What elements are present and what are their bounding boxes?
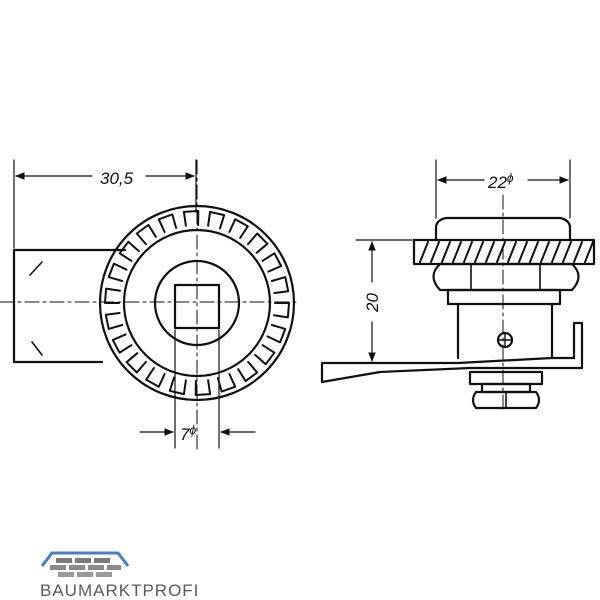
height-dimension-label: 20: [363, 293, 382, 313]
knurl-hatch-line: [452, 241, 462, 263]
hex-nut: [432, 262, 580, 292]
square-dimension: [139, 329, 256, 449]
knurl-tooth: [247, 232, 269, 254]
knurl-tooth: [266, 324, 287, 344]
knurl-hatch-line: [474, 241, 484, 263]
hub-circle: [153, 259, 241, 347]
knurl-tooth: [104, 287, 121, 304]
knurled-ring: [98, 204, 296, 402]
cam-lever-body: [12, 248, 127, 364]
knurl-tooth: [182, 210, 200, 227]
square-dimension-label: 7ϕ: [180, 423, 196, 444]
brand-name: BAUMARKTPROFI: [40, 581, 199, 600]
knurl-tooth: [273, 302, 290, 319]
knurl-hatch-line: [419, 241, 429, 263]
button-cap: [434, 216, 572, 242]
side-view: [320, 159, 596, 411]
knurl-tooth: [118, 240, 140, 262]
knurl-tooth: [228, 218, 249, 239]
knurl-tooth: [237, 360, 259, 383]
knurl-tooth: [168, 376, 187, 396]
bottom-nut: [468, 370, 544, 410]
side-cam-plate: [320, 321, 584, 384]
knurl-tooth: [270, 276, 290, 294]
knurl-tooth: [104, 312, 124, 330]
knurl-tooth: [157, 213, 178, 233]
knurl-tooth: [194, 379, 212, 396]
knurl-hatch-line: [430, 241, 440, 263]
knurl-hatch-line: [463, 241, 473, 263]
knurl-hatch-line: [496, 241, 506, 263]
diameter-dimension-label: 22ϕ: [487, 171, 514, 192]
knurl-tooth: [145, 367, 166, 388]
width-dimension-label: 30,5: [100, 169, 134, 188]
knurl-tooth: [125, 352, 147, 374]
knurl-tooth: [135, 223, 157, 246]
knurl-hatch-line: [562, 241, 572, 263]
knurl-tooth: [261, 252, 283, 273]
knurl-hatch-line: [540, 241, 550, 263]
knurl-hatch-line: [518, 241, 528, 263]
knurled-nut: [412, 238, 596, 266]
knurl-hatch-line: [507, 241, 517, 263]
lock-barrel: [456, 302, 554, 360]
knurl-hatch-line: [529, 241, 539, 263]
knurl-hatch-line: [441, 241, 451, 263]
knurl-hatch-line: [584, 241, 594, 263]
front-view: [0, 159, 297, 451]
square-key-hole: [173, 283, 221, 330]
knurl-tooth: [107, 262, 128, 282]
brand-logo: BAUMARKTPROFI: [40, 551, 199, 600]
washer: [446, 288, 562, 306]
knurl-tooth: [111, 333, 133, 354]
knurl-tooth: [207, 210, 226, 230]
width-dimension: [13, 159, 197, 249]
knurl-hatch-line: [573, 241, 583, 263]
roof-bricks-icon: [40, 551, 130, 577]
diameter-dimension: [435, 159, 571, 219]
knurl-hatch-line: [485, 241, 495, 263]
knurl-hatch-line: [551, 241, 561, 263]
knurl-tooth: [254, 344, 276, 366]
height-dimension: [355, 239, 413, 362]
knurl-tooth: [216, 373, 237, 393]
